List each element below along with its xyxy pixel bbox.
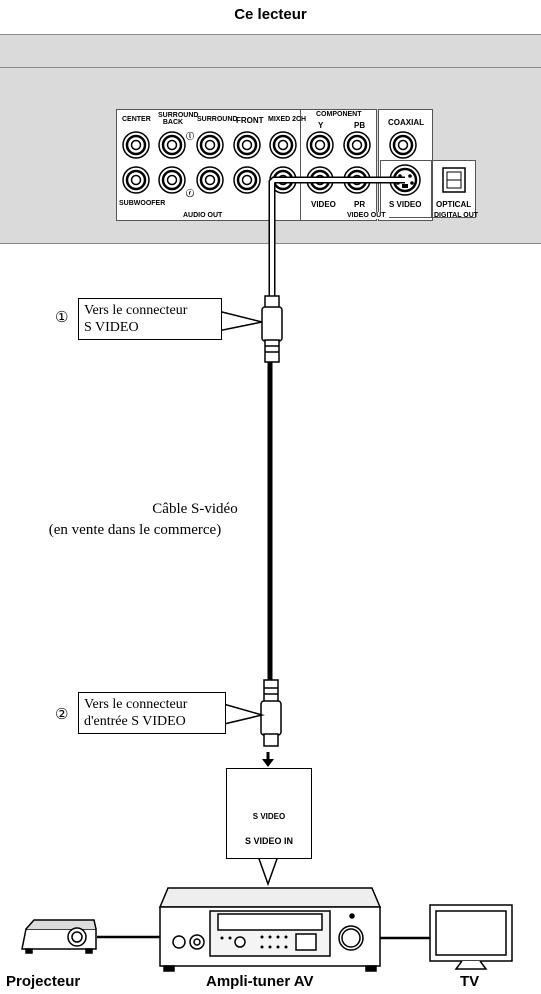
- label-optical: OPTICAL: [436, 200, 472, 209]
- plug-bottom: [260, 679, 282, 747]
- label-pr: PR: [354, 200, 366, 209]
- label-pb: PB: [354, 121, 366, 130]
- s-video-jack-label: S VIDEO: [252, 812, 286, 821]
- callout-2-line1: Vers le connecteur: [84, 697, 188, 712]
- projector-label: Projecteur: [6, 973, 81, 990]
- av-receiver-icon: [158, 887, 382, 972]
- s-video-in-box: [226, 768, 312, 859]
- jack-front-r: [232, 165, 262, 195]
- label-center: CENTER: [122, 116, 151, 123]
- label-component: COMPONENT: [316, 111, 362, 118]
- jack-surround-back-l: [157, 130, 187, 160]
- label-coaxial: COAXIAL: [388, 118, 424, 127]
- callout-1: Vers le connecteur S VIDEO: [78, 298, 222, 340]
- callout-1-line2: S VIDEO: [84, 320, 139, 335]
- plug-top: [261, 295, 283, 363]
- jack-surround-r: [195, 165, 225, 195]
- callout-2-line2: d'entrée S VIDEO: [84, 714, 186, 729]
- label-audio-out: AUDIO OUT: [180, 212, 226, 219]
- receiver-label: Ampli-tuner AV: [206, 973, 314, 990]
- label-surround: SURROUND: [197, 116, 238, 123]
- label-video-out: VIDEO OUT: [344, 212, 389, 219]
- label-subwoofer: SUBWOOFER: [119, 200, 166, 207]
- label-y: Y: [318, 121, 324, 130]
- label-s-video: S VIDEO: [389, 200, 422, 209]
- jack-front-l: [232, 130, 262, 160]
- callout-1-number: ①: [55, 308, 69, 326]
- label-front: FRONT: [236, 116, 264, 125]
- jack-surround-l: [195, 130, 225, 160]
- label-digital-out: DIGITAL OUT: [434, 212, 479, 219]
- label-mixed-2ch: MIXED 2CH: [268, 116, 307, 123]
- jack-component-pb: [342, 130, 372, 160]
- tv-label: TV: [460, 973, 480, 990]
- jack-coaxial: [388, 130, 418, 160]
- component-block: [300, 109, 377, 221]
- jack-mixed-l: [268, 130, 298, 160]
- left-mark: ⓛ: [186, 132, 194, 141]
- callout-1-line1: Vers le connecteur: [84, 303, 188, 318]
- right-mark: ⓡ: [186, 189, 194, 198]
- cable-label-line1: Câble S-vidéo: [152, 501, 238, 517]
- jack-surround-back-r: [157, 165, 187, 195]
- callout-2-number: ②: [55, 705, 69, 723]
- label-surround-back: SURROUND BACK: [158, 112, 199, 126]
- jack-center: [121, 130, 151, 160]
- s-video-in-label: S VIDEO IN: [244, 836, 293, 846]
- tv-icon: [429, 904, 513, 970]
- jack-subwoofer: [121, 165, 151, 195]
- callout-2: Vers le connecteur d'entrée S VIDEO: [78, 692, 226, 734]
- cable-label-line2: (en vente dans le commerce): [48, 522, 222, 538]
- jack-component-y: [305, 130, 335, 160]
- optical-jack: [442, 167, 466, 193]
- page-title: Ce lecteur: [234, 6, 307, 23]
- insert-arrow-icon: [262, 752, 274, 767]
- panel-divider: [0, 67, 541, 68]
- label-video: VIDEO: [311, 200, 336, 209]
- projector-icon: [21, 919, 97, 954]
- s-video-cable: [267, 176, 405, 680]
